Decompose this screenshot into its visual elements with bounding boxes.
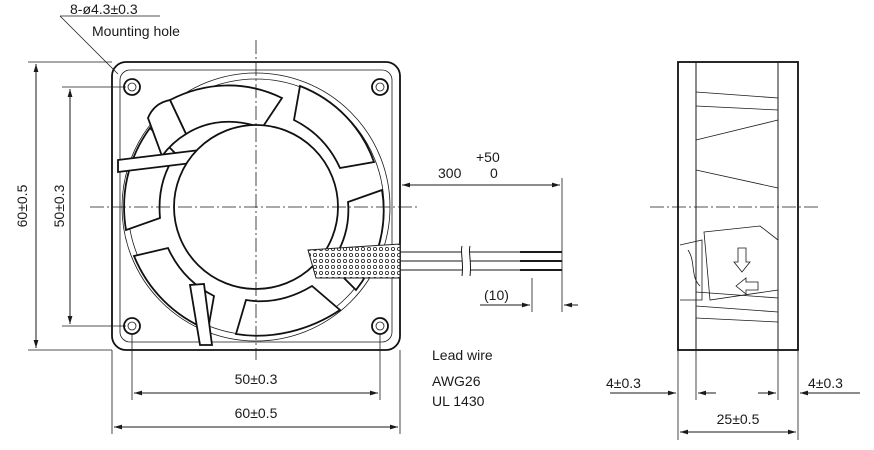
strut-bottom <box>188 283 214 346</box>
width-pitch-label: 50±0.3 <box>235 371 278 387</box>
height-pitch-label: 50±0.3 <box>51 184 67 227</box>
height-outer-label: 60±0.5 <box>14 184 30 227</box>
flange-left-label: 4±0.3 <box>606 375 641 391</box>
holes-label: 8-ø4.3±0.3 <box>70 1 138 17</box>
wire-sleeve <box>307 243 401 279</box>
lead-tol-plus: +50 <box>476 149 500 165</box>
lead-wires <box>400 245 562 277</box>
lead-wire-gauge: AWG26 <box>432 373 481 389</box>
lead-length-label: 300 <box>438 165 462 181</box>
front-dimensions: 8-ø4.3±0.3 Mounting hole 60±0.5 50±0.3 5… <box>14 1 578 434</box>
lead-wire-std: UL 1430 <box>432 393 485 409</box>
width-outer-label: 60±0.5 <box>235 405 278 421</box>
front-view <box>90 40 562 360</box>
mounting-holes <box>123 78 389 335</box>
strip-length-label: (10) <box>484 287 509 303</box>
depth-label: 25±0.5 <box>717 411 760 427</box>
lead-wire-title: Lead wire <box>432 347 493 363</box>
flange-right-label: 4±0.3 <box>808 375 843 391</box>
holes-note: Mounting hole <box>92 23 180 39</box>
side-view <box>650 61 820 351</box>
side-dimensions: 4±0.3 4±0.3 25±0.5 <box>606 350 860 440</box>
lead-tol-minus: 0 <box>490 165 498 181</box>
airflow-arrow-icon <box>733 247 759 295</box>
